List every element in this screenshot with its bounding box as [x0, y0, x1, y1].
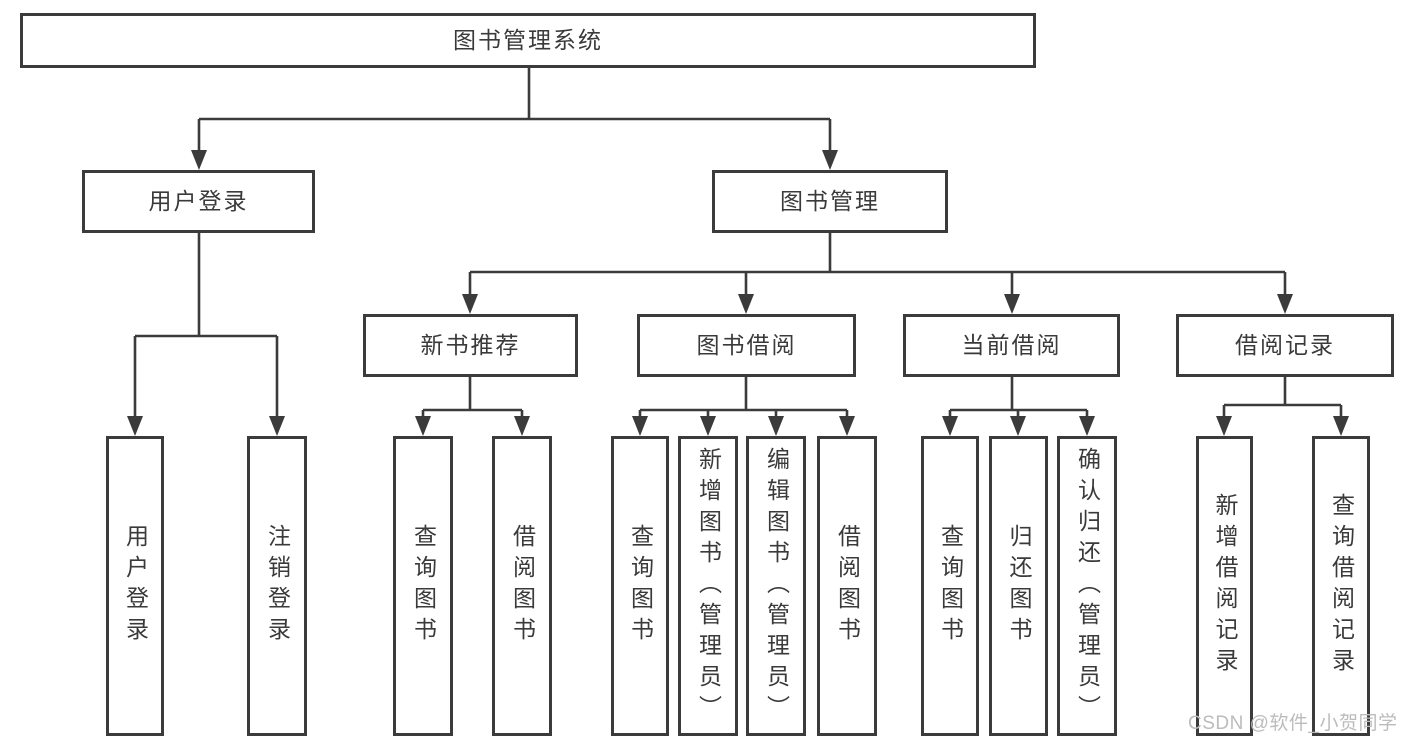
node-current-borrow: 当前借阅	[903, 314, 1120, 377]
leaf-add-borrow-record-label: 新增借阅记录	[1212, 493, 1238, 679]
leaf-borrow-book-label: 借阅图书	[834, 524, 861, 648]
node-book-borrow: 图书借阅	[637, 314, 856, 377]
node-user-login-label: 用户登录	[148, 188, 249, 214]
leaf-borrow-query-book: 查询图书	[611, 436, 669, 736]
leaf-current-query-book-label: 查询图书	[937, 524, 964, 648]
node-borrow-record: 借阅记录	[1176, 314, 1394, 377]
leaf-user-login: 用户登录	[106, 436, 164, 736]
leaf-user-login-label: 用户登录	[122, 524, 149, 648]
leaf-add-borrow-record: 新增借阅记录	[1196, 436, 1253, 736]
node-root: 图书管理系统	[20, 13, 1036, 68]
node-new-book-recommend: 新书推荐	[363, 314, 578, 377]
node-root-label: 图书管理系统	[453, 27, 603, 53]
leaf-logout: 注销登录	[247, 436, 307, 736]
leaf-borrow-query-book-label: 查询图书	[627, 524, 654, 648]
leaf-current-query-book: 查询图书	[921, 436, 979, 736]
node-user-login: 用户登录	[82, 170, 315, 233]
leaf-recommend-borrow-book-label: 借阅图书	[509, 524, 536, 648]
tree-edges	[127, 68, 1349, 436]
leaf-query-borrow-record-label: 查询借阅记录	[1328, 493, 1355, 679]
leaf-return-book: 归还图书	[989, 436, 1048, 736]
leaf-add-book-admin: 新增图书（管理员）	[678, 436, 738, 736]
node-borrow-record-label: 借阅记录	[1235, 332, 1335, 358]
leaf-borrow-book: 借阅图书	[817, 436, 877, 736]
node-book-borrow-label: 图书借阅	[696, 332, 797, 358]
leaf-add-book-admin-label: 新增图书（管理员）	[695, 446, 722, 726]
node-new-book-recommend-label: 新书推荐	[420, 332, 521, 358]
node-book-management: 图书管理	[712, 170, 948, 233]
leaf-recommend-query-book-label: 查询图书	[410, 524, 437, 648]
leaf-return-book-label: 归还图书	[1006, 524, 1032, 648]
leaf-recommend-query-book: 查询图书	[393, 436, 453, 736]
leaf-edit-book-admin: 编辑图书（管理员）	[746, 436, 806, 736]
node-current-borrow-label: 当前借阅	[961, 332, 1062, 358]
leaf-logout-label: 注销登录	[264, 524, 291, 648]
leaf-query-borrow-record: 查询借阅记录	[1312, 436, 1370, 736]
leaf-edit-book-admin-label: 编辑图书（管理员）	[763, 446, 790, 726]
leaf-confirm-return-admin: 确认归还（管理员）	[1057, 436, 1117, 736]
node-book-management-label: 图书管理	[780, 188, 880, 214]
leaf-recommend-borrow-book: 借阅图书	[492, 436, 552, 736]
leaf-confirm-return-admin-label: 确认归还（管理员）	[1074, 446, 1101, 726]
